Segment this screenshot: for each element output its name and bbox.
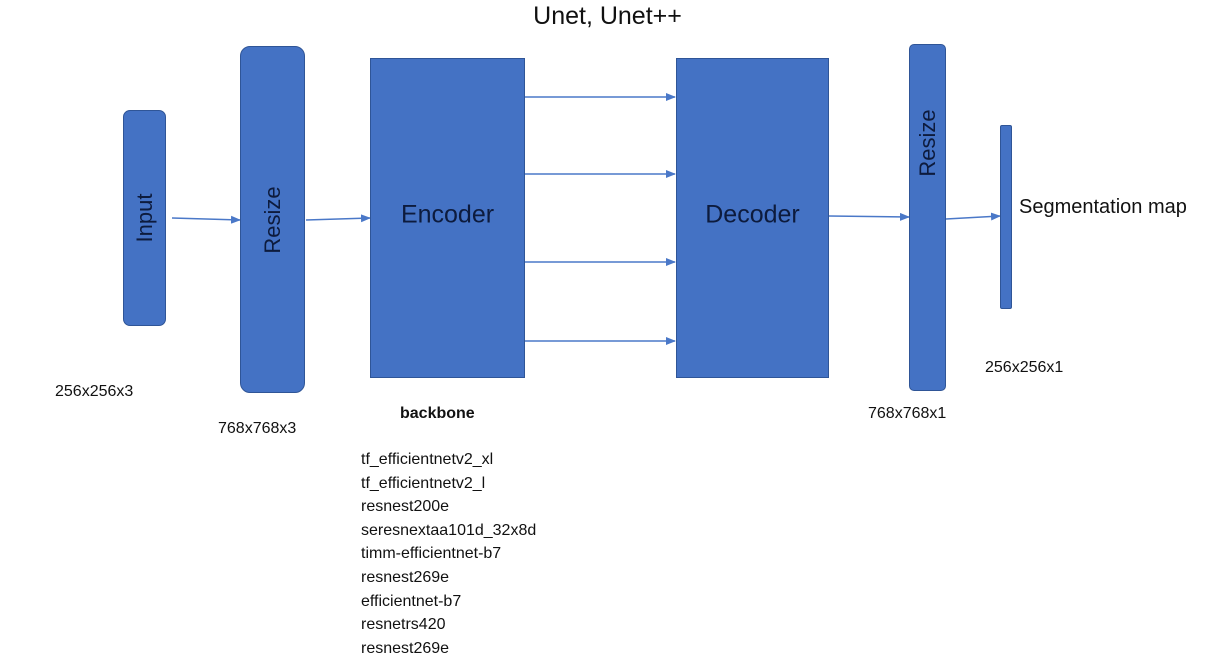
- arrow-decoder-to-resize: [828, 212, 910, 221]
- decoder-block: Decoder: [676, 58, 829, 378]
- decoder-label: Decoder: [705, 200, 800, 229]
- backbone-list: tf_efficientnetv2_xl tf_efficientnetv2_l…: [361, 448, 536, 660]
- arrow-resize-to-output: [945, 212, 1001, 221]
- backbone-heading: backbone: [400, 405, 475, 422]
- resize-in-label: Resize: [259, 185, 285, 254]
- input-label: Input: [131, 193, 157, 243]
- backbone-item: seresnextaa101d_32x8d: [361, 521, 537, 539]
- backbone-item: tf_efficientnetv2_xl: [361, 451, 494, 468]
- backbone-item: efficientnet-b7: [361, 592, 462, 610]
- backbone-item: tf_efficientnetv2_l: [361, 474, 486, 492]
- arrow-input-to-resize: [171, 215, 241, 224]
- backbone-item: resnest269e: [361, 639, 450, 657]
- backbone-item: timm-efficientnet-b7: [361, 545, 502, 563]
- resize-out-label: Resize: [914, 108, 940, 177]
- encoder-block: Encoder: [370, 58, 525, 378]
- backbone-item: resnest269e: [361, 568, 450, 586]
- encoder-label: Encoder: [400, 200, 495, 229]
- resize-out-dims-label: 768x768x1: [868, 405, 947, 422]
- input-dims-label: 256x256x3: [55, 383, 134, 400]
- backbone-item: resnest200e: [361, 498, 450, 516]
- resize-in-dims-label: 768x768x3: [218, 420, 297, 437]
- arrow-resize-to-encoder: [305, 214, 371, 223]
- input-block: Input: [123, 110, 166, 326]
- resize-in-block: Resize: [240, 46, 305, 393]
- segmentation-map-label: Segmentation map: [1019, 196, 1187, 218]
- backbone-item: resnetrs420: [361, 616, 446, 634]
- output-dims-label: 256x256x1: [985, 359, 1064, 376]
- segmentation-map-block: [1000, 125, 1012, 309]
- resize-out-block: Resize: [909, 44, 946, 391]
- diagram-title: Unet, Unet++: [533, 2, 682, 30]
